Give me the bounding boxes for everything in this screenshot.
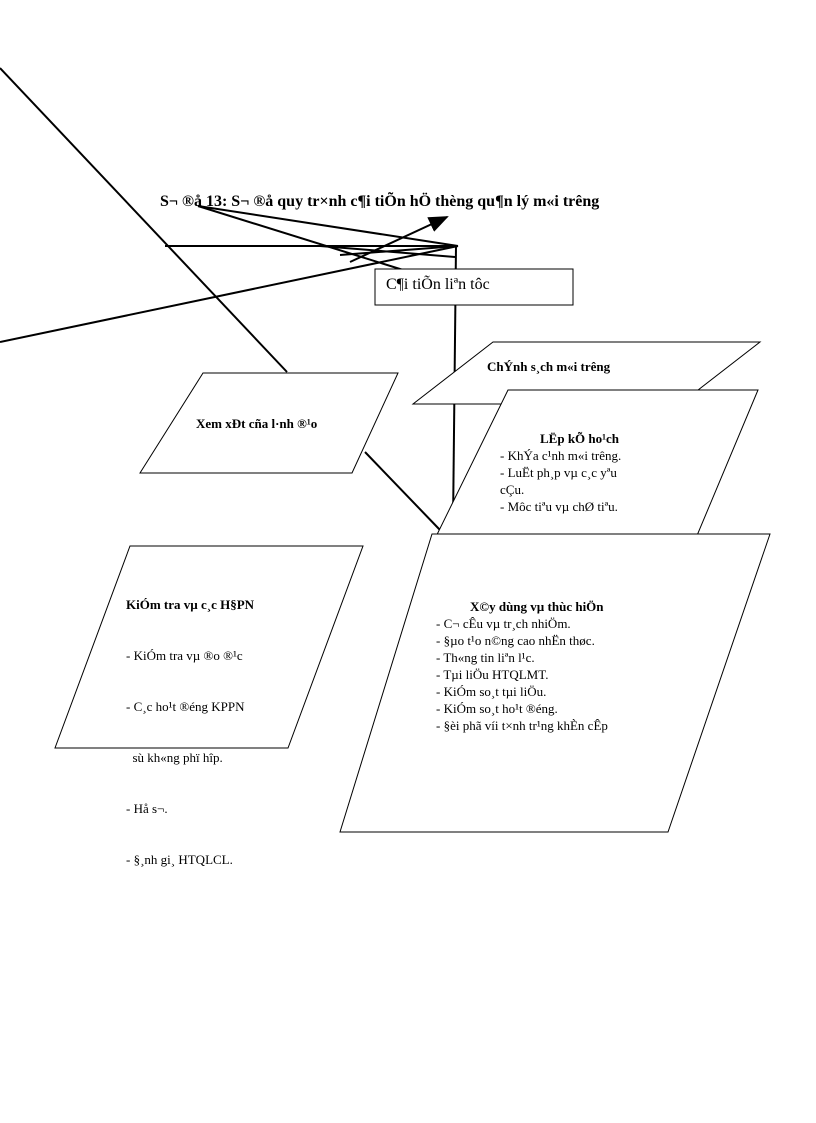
policy-label: ChÝnh s¸ch m«i tr­êng bbox=[487, 359, 611, 374]
implementation-item: - C¬ cÊu vµ tr¸ch nhiÖm. bbox=[436, 616, 571, 631]
checking-heading: KiÓm tra vµ c¸c H§PN bbox=[126, 597, 255, 612]
checking-block: KiÓm tra vµ c¸c H§PN - KiÓm tra vµ ®o ®¹… bbox=[126, 596, 254, 902]
planning-item: - KhÝa c¹nh m«i tr­êng. bbox=[500, 448, 622, 463]
diagram-title: S¬ ®å 13: S¬ ®å quy tr×nh c¶i tiÕn hÖ th… bbox=[160, 193, 600, 210]
connector bbox=[0, 67, 288, 373]
implementation-item: - §µo t¹o n©ng cao nhËn thøc. bbox=[436, 633, 595, 648]
continuous-improvement-label: C¶i tiÕn liªn tôc bbox=[386, 276, 490, 293]
checking-item: sù kh«ng phï hîp. bbox=[126, 750, 223, 765]
implementation-block: X©y dùng vµ thùc hiÖn - C¬ cÊu vµ tr¸ch … bbox=[436, 598, 608, 734]
checking-item: - Hå s¬. bbox=[126, 801, 168, 816]
planning-item: - Môc tiªu vµ chØ tiªu. bbox=[500, 499, 618, 514]
implementation-item: - KiÓm so¸t ho¹t ®éng. bbox=[436, 701, 558, 716]
planning-heading: LËp kÕ ho¹ch bbox=[540, 431, 620, 446]
planning-item: - LuËt ph¸p vµ c¸c yªu bbox=[500, 465, 617, 480]
review-shape bbox=[139, 372, 399, 474]
implementation-heading: X©y dùng vµ thùc hiÖn bbox=[470, 599, 604, 614]
connector bbox=[364, 451, 441, 531]
checking-item: - §¸nh gi¸ HTQLCL. bbox=[126, 852, 233, 867]
implementation-shape bbox=[339, 533, 771, 833]
connector bbox=[0, 245, 459, 343]
checking-shape bbox=[54, 545, 364, 749]
continuous-improvement-box bbox=[374, 268, 574, 306]
connector-arrow bbox=[349, 216, 449, 263]
review-label: Xem xÐt cña l·nh ®¹o bbox=[196, 416, 318, 431]
implementation-item: - Tµi liÖu HTQLMT. bbox=[436, 667, 549, 682]
connector bbox=[339, 245, 459, 256]
implementation-item: - Th«ng tin liªn l¹c. bbox=[436, 650, 535, 665]
implementation-item: - KiÓm so¸t tµi liÖu. bbox=[436, 684, 547, 699]
connector bbox=[197, 205, 459, 247]
planning-item: cÇu. bbox=[500, 482, 525, 497]
implementation-item: - §èi phã víi t×nh tr¹ng khÈn cÊp bbox=[436, 718, 608, 733]
checking-item: - KiÓm tra vµ ®o ®¹c bbox=[126, 648, 243, 663]
checking-item: - C¸c ho¹t ®éng KPPN bbox=[126, 699, 245, 714]
planning-block: LËp kÕ ho¹ch - KhÝa c¹nh m«i tr­êng. - L… bbox=[500, 430, 621, 515]
